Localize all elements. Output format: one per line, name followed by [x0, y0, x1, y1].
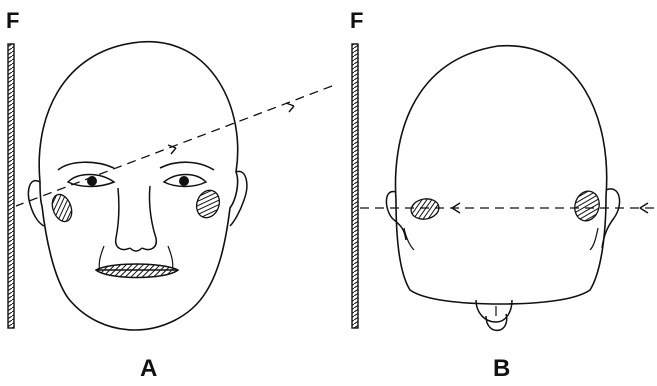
nose-tip-a: [130, 248, 142, 251]
right-ear-b: [602, 189, 620, 248]
right-brow-a: [160, 162, 214, 170]
right-ear-a: [230, 171, 247, 226]
left-mastoid-mark-b: [409, 197, 440, 222]
panel-a: [8, 42, 332, 330]
right-cheek-mark-a: [193, 187, 223, 221]
right-ear-lobe-b: [590, 228, 598, 250]
head-outline-a: [39, 42, 238, 330]
right-pupil-a: [179, 176, 189, 186]
xray-beam-a: [16, 86, 332, 206]
film-plate-a: [8, 44, 14, 328]
beam-arrow-a-1: [286, 103, 294, 112]
nose-left-a: [116, 188, 130, 250]
head-outline-b: [395, 46, 606, 304]
film-plate-b: [352, 44, 358, 328]
panel-b: [352, 44, 654, 330]
nose-right-a: [142, 186, 156, 250]
left-cheek-mark-a: [49, 192, 75, 224]
left-brow-a: [58, 162, 114, 170]
right-mastoid-mark-b: [572, 188, 603, 223]
